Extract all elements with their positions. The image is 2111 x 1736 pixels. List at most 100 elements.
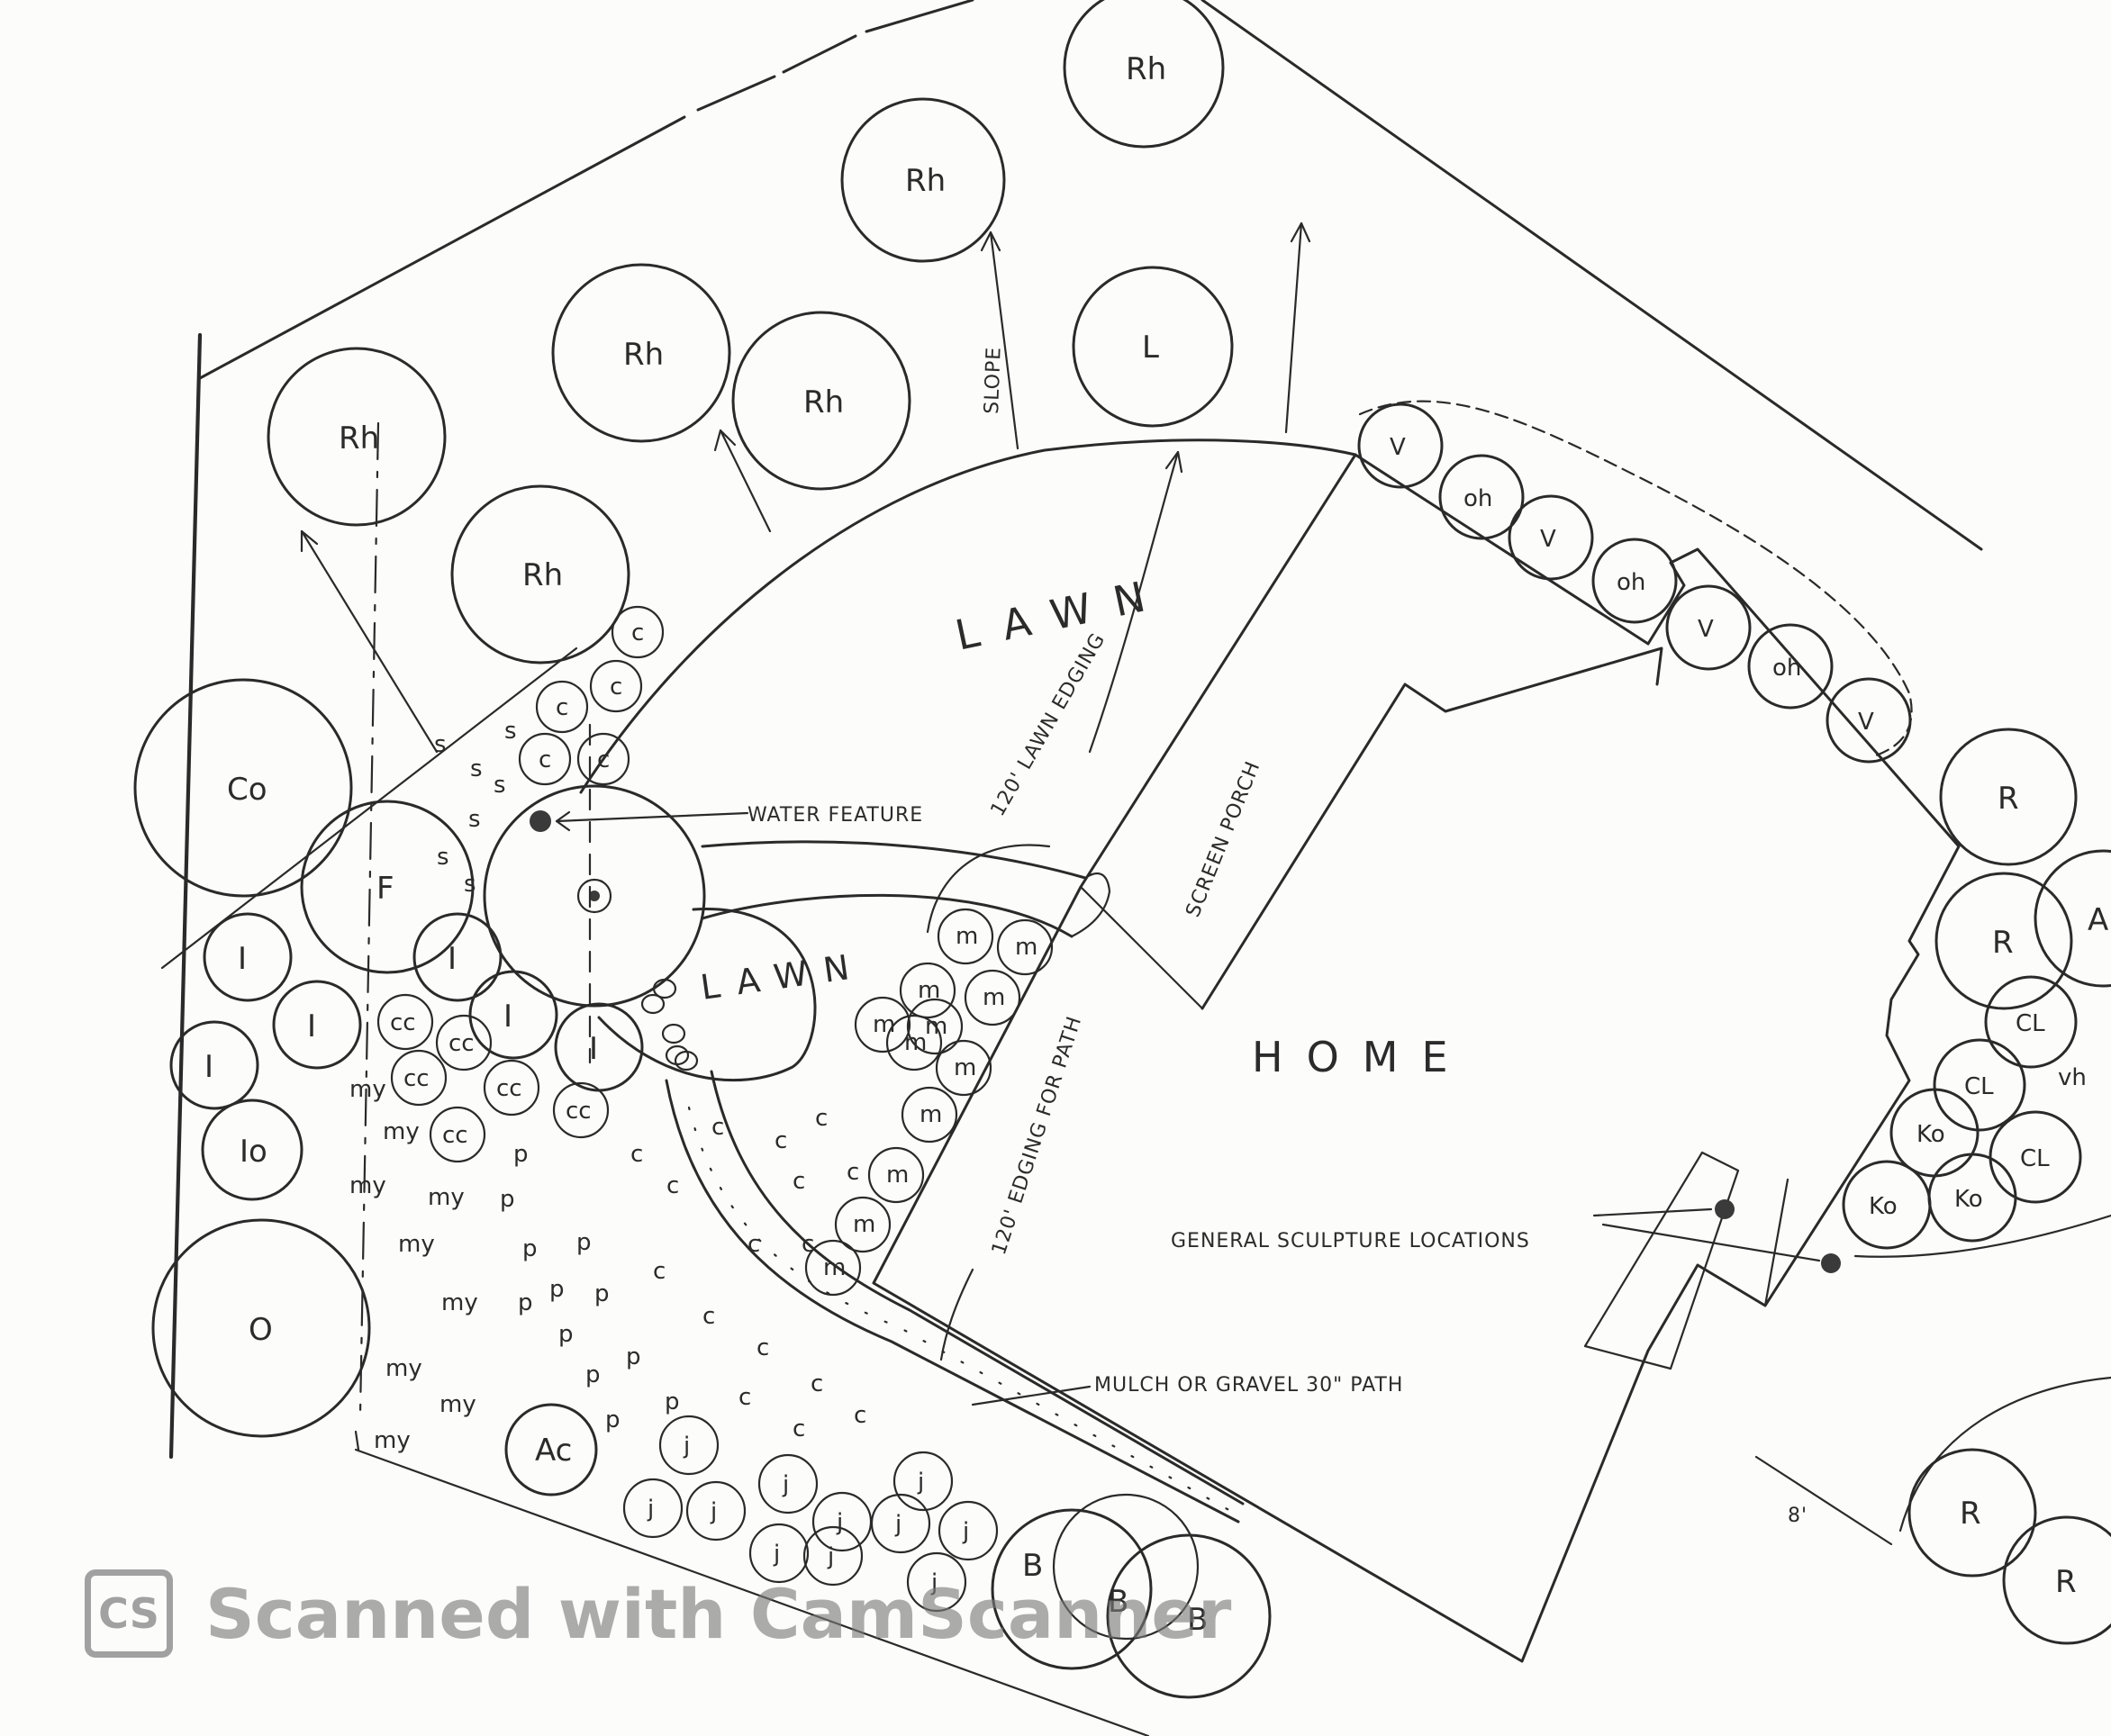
shrub-v-2 <box>1508 494 1594 581</box>
shrub-cc-3-label: cc <box>403 1065 430 1092</box>
shrub-c-1-label: c <box>539 746 551 773</box>
large-trees: Rh Rh Rh Rh Rh Rh L Co F O B B B <box>133 0 1272 1699</box>
c-label-4: c <box>711 1114 724 1141</box>
shrub-c-1 <box>518 732 572 786</box>
dimension-label: 8' <box>1788 1505 1807 1527</box>
lawn-edging-label: 120' LAWN EDGING <box>987 629 1110 820</box>
shrub-c-2 <box>535 680 589 734</box>
c-label-8: c <box>847 1159 859 1186</box>
shrub-v-1 <box>1357 402 1444 489</box>
shrub-i-6-label: I <box>589 1031 598 1067</box>
shrub-cl-2 <box>1933 1038 2026 1132</box>
stone-2 <box>652 978 677 999</box>
slope-arrow-2 <box>719 429 772 533</box>
p-label-6: p <box>549 1276 565 1303</box>
foundation-bed-scallop <box>1358 400 1913 758</box>
diagonal-bed-line <box>160 646 578 970</box>
shrub-r-1-label: R <box>1998 781 2019 817</box>
shrub-j-4-label: j <box>647 1496 654 1523</box>
water-feature-group: WATER FEATURE <box>483 723 923 1064</box>
home-right-step <box>1763 1178 1789 1307</box>
shrub-m-6 <box>854 996 911 1053</box>
tree-rh-6-label: Rh <box>1126 51 1166 87</box>
porch-inner-line <box>1200 646 1663 1010</box>
shrub-i-5 <box>468 970 558 1060</box>
c-label-1: c <box>630 1141 643 1168</box>
shrub-cc-2-label: cc <box>448 1030 475 1057</box>
shrub-cc-5 <box>429 1106 486 1163</box>
shrub-cc-1 <box>376 993 434 1051</box>
shrub-j-9-label: j <box>827 1543 834 1570</box>
s-label-6: s <box>437 844 449 871</box>
right-shrubs: V oh V oh V oh V R R A CL CL CL vh Ko Ko… <box>1357 400 2111 1645</box>
home-outline <box>872 453 1961 1663</box>
tree-rh-3 <box>551 263 731 443</box>
top-boundary-dash-2 <box>782 34 857 74</box>
shrub-i-2 <box>272 980 362 1070</box>
p-label-5: p <box>518 1289 533 1316</box>
shrub-v-4 <box>1826 677 1912 764</box>
shrub-j-1-label: j <box>683 1433 690 1460</box>
tree-o <box>151 1218 371 1438</box>
camscanner-watermark: CS Scanned with CamScanner <box>85 1569 1231 1659</box>
p-label-3: p <box>522 1235 538 1262</box>
lawn-lower-edge <box>597 908 817 1082</box>
tree-b-3-label: B <box>1022 1548 1043 1584</box>
shrub-j-6-label: j <box>836 1509 843 1536</box>
shrub-r-2-label: R <box>1992 925 2014 961</box>
shrub-r-3-label: R <box>1960 1496 1981 1532</box>
shrub-m-4 <box>885 1014 943 1071</box>
shrub-j-1 <box>658 1415 720 1476</box>
s-label-5: s <box>468 806 481 833</box>
shrub-cc-1-label: cc <box>390 1009 416 1036</box>
shrub-cc-4 <box>483 1059 540 1117</box>
shrub-m-2-label: m <box>956 923 978 950</box>
shrub-v-1-label: V <box>1390 434 1406 461</box>
shrub-j-2 <box>757 1453 819 1514</box>
shrub-a-label: A <box>2088 902 2108 938</box>
shrub-io-label: Io <box>240 1134 267 1170</box>
dashed-setback-line <box>358 421 380 1415</box>
shrub-i-3-label: I <box>204 1049 213 1085</box>
water-feature-label: WATER FEATURE <box>747 804 923 827</box>
shrub-c-5 <box>611 605 665 659</box>
m-shrub-row: m m m m m m m m m m m m <box>804 908 1054 1297</box>
slope-label: SLOPE <box>981 346 1006 414</box>
top-right-boundary <box>1200 0 1983 551</box>
shrub-m-3 <box>996 918 1054 976</box>
my-label-7: my <box>385 1355 422 1382</box>
slope-arrow-3 <box>989 231 1019 450</box>
shrub-oh-3 <box>1747 623 1834 710</box>
slope-arrow-4 <box>1284 222 1303 434</box>
p-label-11: p <box>665 1388 680 1415</box>
shrub-oh-2 <box>1591 538 1678 624</box>
shrub-c-5-label: c <box>631 619 644 646</box>
shrub-ac <box>504 1403 598 1496</box>
tree-rh-5 <box>840 97 1006 263</box>
shrub-c-2-label: c <box>556 694 568 721</box>
lawn-end-curve <box>1070 872 1111 938</box>
garden-path: MULCH OR GRAVEL 30" PATH <box>665 1070 1402 1524</box>
left-property-line <box>168 332 203 1460</box>
shrub-v-3-label: V <box>1698 616 1714 643</box>
tree-rh-4 <box>731 311 911 491</box>
sculpture-leader-2 <box>1601 1223 1821 1262</box>
tree-rh-4-label: Rh <box>803 384 844 420</box>
shrub-m-5-label: m <box>983 984 1005 1011</box>
tree-co <box>133 678 353 898</box>
shrub-m-1 <box>899 962 956 1019</box>
shrub-cc-2 <box>435 1014 493 1071</box>
top-boundary-dash-3 <box>865 0 974 33</box>
shrub-cl-2-label: CL <box>1964 1073 1994 1100</box>
lawn-edging-arrow-head <box>1164 450 1183 474</box>
my-label-5: my <box>398 1231 435 1258</box>
shrub-i-4 <box>412 912 503 1002</box>
stone-1 <box>640 993 666 1015</box>
home-bump-out <box>1583 1151 1740 1370</box>
bottom-boundary <box>354 1448 1150 1736</box>
slope-arrow-4-head <box>1290 222 1311 243</box>
shrub-j-9 <box>802 1525 864 1587</box>
shrub-j-7-label: j <box>894 1511 901 1538</box>
p-label-4: p <box>576 1229 592 1256</box>
